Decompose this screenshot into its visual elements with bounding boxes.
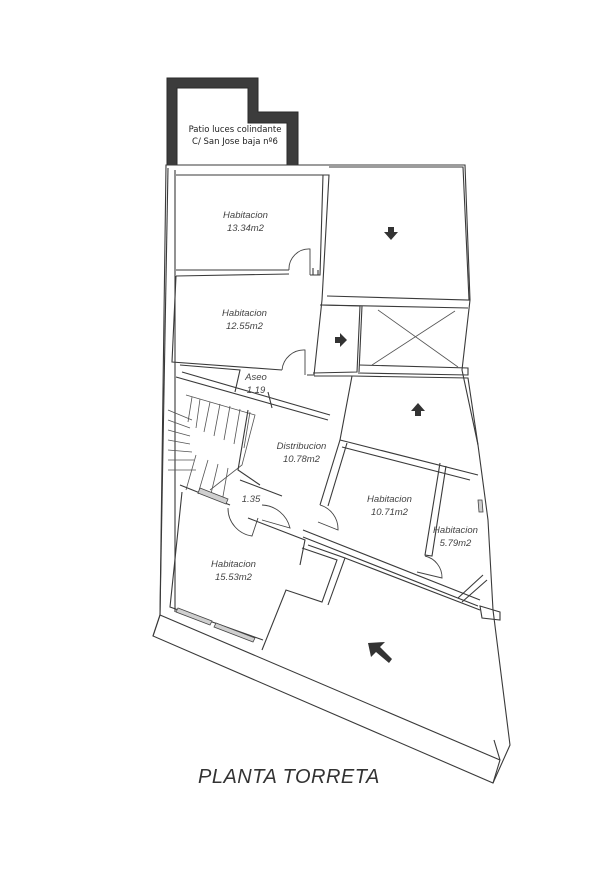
room-name: Habitacion: [211, 559, 256, 570]
room-area: 15.53m2: [215, 572, 252, 583]
room-area: 10.78m2: [283, 454, 320, 465]
patio-note: Patio luces colindante C/ San Jose baja …: [185, 124, 285, 148]
room-habitacion-1553: [169, 491, 501, 651]
room-area: 5.79m2: [439, 538, 472, 549]
room-habitacion-1334: [175, 174, 324, 277]
room-area: 13.34m2: [227, 223, 264, 234]
room-habitacion-1071-579: [302, 462, 488, 607]
room-name: Habitacion: [223, 210, 268, 221]
room-label-distribucion: Distribucion 10.78m2: [264, 440, 339, 466]
room-label-aseo: Aseo 1.19: [236, 371, 276, 397]
patio-note-line1: Patio luces colindante: [188, 125, 282, 135]
middle-terrace: [339, 375, 479, 481]
room-area: 12.55m2: [226, 321, 263, 332]
room-label-hall-135: 1.35: [236, 493, 266, 506]
arrow-down-left-icon: [368, 642, 392, 663]
room-name: Aseo: [245, 372, 267, 383]
room-name: Habitacion: [222, 308, 267, 319]
room-label-habitacion-1255: Habitacion 12.55m2: [207, 307, 282, 333]
room-distribucion: [227, 375, 352, 537]
room-area: 1.19: [246, 385, 266, 396]
adjacent-patio-walls: [166, 77, 299, 166]
room-label-habitacion-1334: Habitacion 13.34m2: [208, 209, 283, 235]
arrow-up-icon: [411, 403, 425, 416]
arrow-down-icon: [384, 227, 398, 240]
arrow-right-icon: [335, 333, 347, 347]
room-label-habitacion-579: Habitacion 5.79m2: [428, 524, 483, 550]
room-name: Habitacion: [367, 494, 412, 505]
building-outline: [152, 164, 511, 784]
room-habitacion-1255: [171, 174, 330, 376]
room-area: 1.35: [241, 494, 261, 505]
room-label-habitacion-1071: Habitacion 10.71m2: [352, 493, 427, 519]
room-name: Habitacion: [433, 525, 478, 536]
patio-note-line2: C/ San Jose baja nº6: [192, 137, 278, 147]
room-name: Distribucion: [276, 441, 327, 452]
aseo-and-stair: [167, 364, 331, 506]
room-label-habitacion-1553: Habitacion 15.53m2: [196, 558, 271, 584]
upper-terrace: [321, 166, 470, 309]
drawing-title: PLANTA TORRETA: [198, 766, 380, 788]
room-area: 10.71m2: [371, 507, 408, 518]
shaft-and-light-well: [312, 304, 469, 376]
